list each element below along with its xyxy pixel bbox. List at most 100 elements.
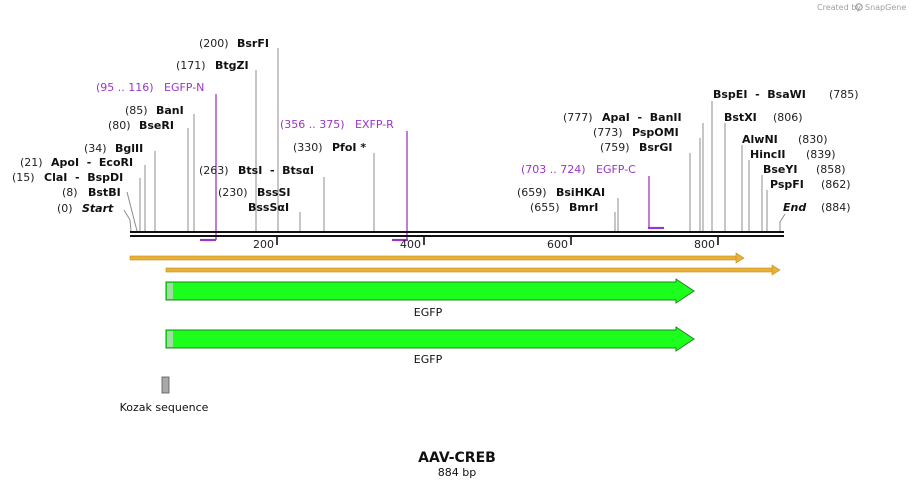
enzyme-label-clai[interactable]: (15) ClaI - BspDI [12, 171, 123, 184]
svg-text:(785): (785) [829, 88, 859, 101]
svg-text:(21): (21) [20, 156, 43, 169]
svg-text:(773): (773) [593, 126, 623, 139]
svg-text:PspOMI: PspOMI [632, 126, 679, 139]
svg-text:(858): (858) [816, 163, 846, 176]
enzyme-label-start[interactable]: (0) Start [57, 202, 114, 215]
enzyme-label-bmri[interactable]: (655) BmrI [530, 201, 598, 214]
enzyme-label-bseri[interactable]: (80) BseRI [108, 119, 174, 132]
primer-bars [200, 226, 664, 242]
svg-text:(0): (0) [57, 202, 73, 215]
tick-label-800: 800 [694, 238, 715, 251]
svg-text:PspFI: PspFI [770, 178, 804, 191]
feature-kozak[interactable] [161, 376, 170, 394]
svg-text:(200): (200) [199, 37, 229, 50]
credit-label: Created by [817, 3, 861, 12]
svg-text:BspEI - BsaWI: BspEI - BsaWI [713, 88, 806, 101]
enzyme-label-bsihkai[interactable]: (659) BsiHKAI [517, 186, 605, 199]
svg-text:BmrI: BmrI [569, 201, 598, 214]
enzyme-label-btsi[interactable]: (263) BtsI - BtsαI [199, 164, 314, 177]
svg-text:BssSI: BssSI [257, 186, 291, 199]
svg-text:(759): (759) [600, 141, 630, 154]
leader-bstbi [126, 191, 138, 232]
tick-label-200: 200 [253, 238, 274, 251]
svg-text:(15): (15) [12, 171, 35, 184]
svg-text:BtsI - BtsαI: BtsI - BtsαI [238, 164, 314, 177]
svg-text:(655): (655) [530, 201, 560, 214]
enzyme-label-end[interactable]: End (884) [783, 201, 851, 214]
svg-text:PfoI *: PfoI * [332, 141, 366, 154]
svg-text:AlwNI: AlwNI [742, 133, 778, 146]
svg-text:(34): (34) [84, 142, 107, 155]
enzyme-label-pspfi[interactable]: PspFI (862) [770, 178, 851, 191]
enzyme-label-bglii[interactable]: (34) BglII [84, 142, 143, 155]
svg-text:(8): (8) [62, 186, 78, 199]
enzyme-label-bstbi[interactable]: (8) BstBI [62, 186, 121, 199]
feature-egfp-2[interactable] [165, 326, 695, 352]
orf-arrow-2[interactable] [165, 264, 781, 276]
enzyme-label-pspomi[interactable]: (773) PspOMI [593, 126, 679, 139]
enzyme-label-bspei[interactable]: BspEI - BsaWI (785) [713, 88, 859, 101]
svg-text:(839): (839) [806, 148, 836, 161]
orf-arrow-1[interactable] [129, 252, 745, 264]
primer-leader-lines [215, 94, 650, 240]
map-length: 884 bp [438, 466, 476, 479]
svg-text:EXFP-R: EXFP-R [355, 118, 394, 131]
svg-text:(862): (862) [821, 178, 851, 191]
feature-label-kozak: Kozak sequence [120, 401, 209, 414]
svg-text:(806): (806) [773, 111, 803, 124]
enzyme-label-bseyi[interactable]: BseYI (858) [763, 163, 846, 176]
svg-text:(884): (884) [821, 201, 851, 214]
svg-text:(263): (263) [199, 164, 229, 177]
enzyme-label-apai[interactable]: (777) ApaI - BanII [563, 111, 682, 124]
svg-text:(703 .. 724): (703 .. 724) [521, 163, 586, 176]
svg-text:(85): (85) [125, 104, 148, 117]
enzyme-label-bstxi[interactable]: BstXI (806) [724, 111, 803, 124]
svg-text:BglII: BglII [115, 142, 143, 155]
map-title: AAV-CREB [418, 450, 496, 466]
enzyme-label-alwni[interactable]: AlwNI (830) [742, 133, 828, 146]
svg-text:EGFP-N: EGFP-N [164, 81, 204, 94]
primer-label-egfp-c[interactable]: (703 .. 724) EGFP-C [521, 163, 636, 176]
enzyme-label-bani[interactable]: (85) BanI [125, 104, 184, 117]
enzyme-label-apoi[interactable]: (21) ApoI - EcoRI [20, 156, 133, 169]
enzyme-label-bsrgi[interactable]: (759) BsrGI [600, 141, 672, 154]
svg-text:BsrGI: BsrGI [639, 141, 672, 154]
leader-end [779, 213, 786, 231]
enzyme-label-hincii[interactable]: HincII (839) [750, 148, 836, 161]
svg-text:(95 .. 116): (95 .. 116) [96, 81, 154, 94]
svg-text:BtgZI: BtgZI [215, 59, 249, 72]
feature-egfp-1[interactable] [165, 278, 695, 304]
enzyme-leader-lines [123, 48, 786, 232]
svg-text:BsiHKAI: BsiHKAI [556, 186, 605, 199]
svg-text:BseYI: BseYI [763, 163, 797, 176]
svg-text:BstBI: BstBI [88, 186, 121, 199]
snapgene-logo-icon [855, 3, 863, 11]
svg-text:BanI: BanI [156, 104, 184, 117]
svg-text:Start: Start [82, 202, 114, 215]
primer-label-egfp-n[interactable]: (95 .. 116) EGFP-N [96, 81, 204, 94]
svg-text:(330): (330) [293, 141, 323, 154]
svg-text:ClaI - BspDI: ClaI - BspDI [44, 171, 123, 184]
primer-label-exfp-r[interactable]: (356 .. 375) EXFP-R [280, 118, 394, 131]
svg-text:HincII: HincII [750, 148, 786, 161]
svg-text:(777): (777) [563, 111, 593, 124]
tick-label-600: 600 [547, 238, 568, 251]
credit-brand: SnapGene [865, 3, 906, 12]
sequence-backbone [130, 231, 784, 237]
enzyme-label-pfoi[interactable]: (330) PfoI * [293, 141, 366, 154]
svg-text:BstXI: BstXI [724, 111, 757, 124]
enzyme-label-bsssi[interactable]: (230) BssSI [218, 186, 291, 199]
enzyme-label-bsssai[interactable]: BssSαI [248, 201, 289, 214]
svg-text:BssSαI: BssSαI [248, 201, 289, 214]
svg-text:End: End [783, 201, 806, 214]
enzyme-label-bsrfi[interactable]: (200) BsrFI [199, 37, 269, 50]
svg-text:(659): (659) [517, 186, 547, 199]
ruler-ticks [276, 236, 719, 245]
enzyme-label-btgzi[interactable]: (171) BtgZI [176, 59, 249, 72]
svg-text:BseRI: BseRI [139, 119, 174, 132]
svg-text:(356 .. 375): (356 .. 375) [280, 118, 345, 131]
svg-text:(830): (830) [798, 133, 828, 146]
svg-text:EGFP-C: EGFP-C [596, 163, 636, 176]
svg-text:ApoI - EcoRI: ApoI - EcoRI [51, 156, 133, 169]
svg-text:(80): (80) [108, 119, 131, 132]
